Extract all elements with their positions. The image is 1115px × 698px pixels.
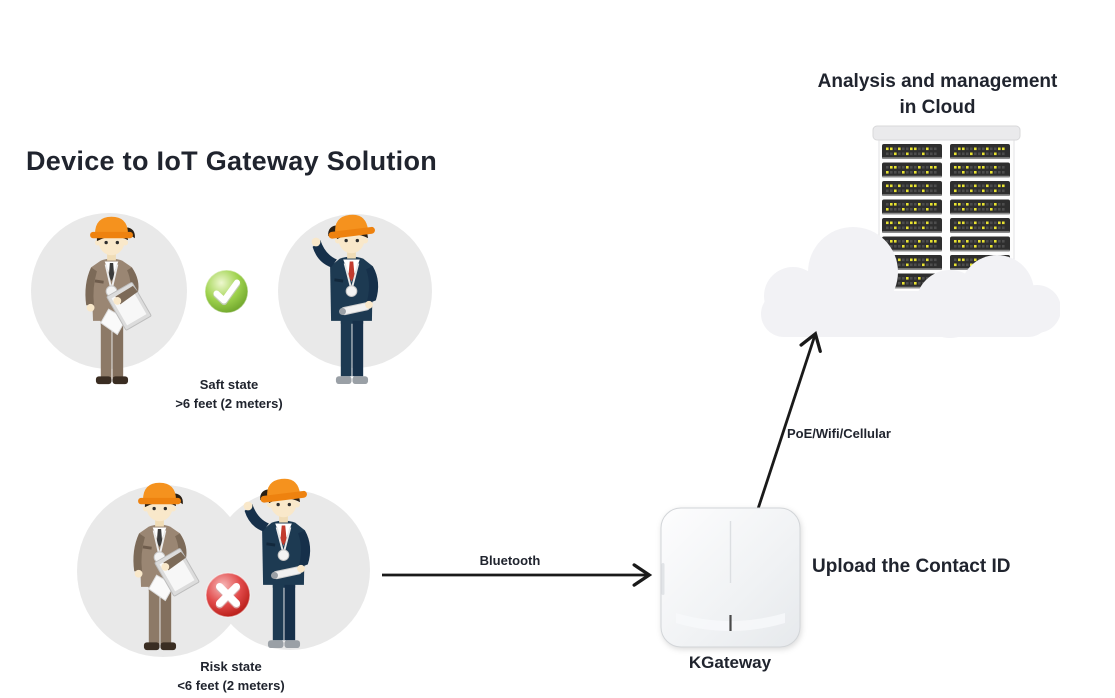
uplink-arrow (754, 330, 822, 516)
worker-clipboard-figure-safe (58, 206, 165, 391)
bluetooth-label: Bluetooth (479, 553, 541, 568)
risk-state-line1: Risk state (200, 659, 262, 674)
upload-contact-label: Upload the Contact ID (812, 556, 1011, 577)
rack-cabinet (872, 125, 1021, 296)
safe-state-label: Saft state >6 feet (2 meters) (119, 375, 339, 413)
kgateway-device (660, 507, 801, 648)
worker-waving-figure-safe (298, 204, 405, 389)
server-rack-icon (761, 125, 1060, 338)
page-title: Device to IoT Gateway Solution (26, 146, 438, 176)
worker-clipboard-figure-risk (106, 472, 213, 657)
gateway-name-label: KGateway (688, 653, 772, 672)
cloud-icon (761, 227, 1060, 338)
risk-state-label: Risk state <6 feet (2 meters) (121, 657, 341, 695)
uplink-label: PoE/Wifi/Cellular (787, 426, 891, 441)
safe-state-line1: Saft state (199, 377, 259, 392)
cloud-caption: Analysis and management in Cloud (800, 69, 1075, 121)
green-check-icon (204, 269, 249, 314)
safe-state-line2: >6 feet (2 meters) (175, 396, 283, 411)
worker-waving-figure-risk (230, 468, 337, 653)
red-cross-icon (205, 572, 251, 618)
bluetooth-arrow (382, 563, 653, 587)
cloud-caption-line2: in Cloud (899, 97, 976, 118)
risk-state-line2: <6 feet (2 meters) (177, 678, 285, 693)
cloud-caption-line1: Analysis and management (817, 71, 1058, 92)
